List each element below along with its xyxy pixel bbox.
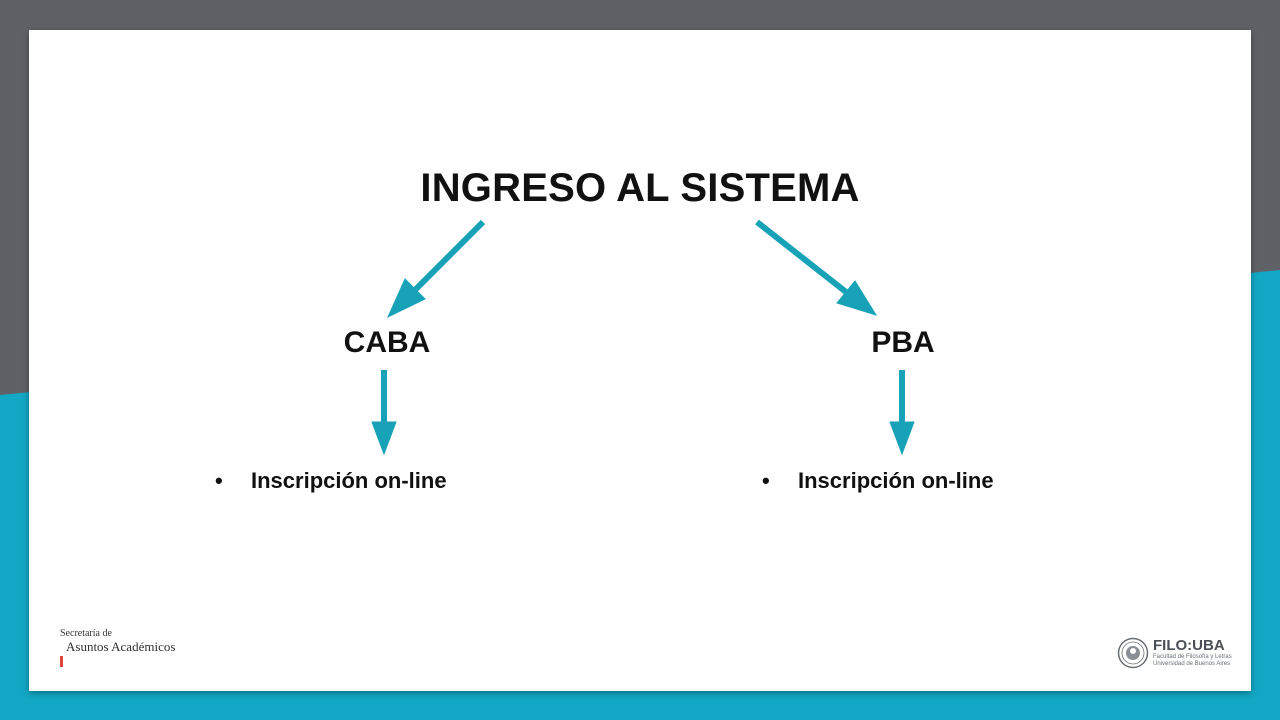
arrow-title-to-pba — [755, 219, 848, 295]
secretaria-logo-line1: Secretaría de — [60, 628, 112, 639]
university-seal-icon — [1117, 637, 1149, 669]
bullet-item-caba: • Inscripción on-line — [215, 468, 447, 494]
bullet-item-pba: • Inscripción on-line — [762, 468, 994, 494]
secretaria-logo: Secretaría de Asuntos Académicos — [60, 628, 175, 667]
brand-university: Universidad de Buenos Aires — [1153, 661, 1231, 667]
node-pba: PBA — [871, 326, 935, 359]
bullet-icon: • — [762, 468, 770, 493]
arrow-pba-down-head — [889, 421, 915, 456]
diagram-title: INGRESO AL SISTEMA — [420, 166, 860, 210]
arrow-title-to-pba-head — [836, 280, 878, 316]
bullet-icon: • — [215, 468, 223, 493]
arrow-title-to-caba-head — [386, 278, 426, 319]
bullet-item-text: Inscripción on-line — [798, 468, 994, 493]
secretaria-logo-line2: Asuntos Académicos — [66, 639, 176, 654]
bullet-item-text: Inscripción on-line — [251, 468, 447, 493]
slide: INGRESO AL SISTEMA CABA PBA • Inscripción… — [29, 30, 1251, 691]
node-caba: CABA — [343, 326, 431, 359]
red-mark-icon — [60, 656, 63, 667]
arrow-title-to-caba — [412, 219, 486, 293]
brand-name: FILO:UBA — [1153, 637, 1225, 654]
brand-faculty: Facultad de Filosofía y Letras — [1153, 654, 1232, 660]
arrows-layer — [371, 219, 915, 456]
brand-text: FILO:UBA Facultad de Filosofía y Letras … — [1153, 638, 1232, 668]
arrow-caba-down-head — [371, 421, 397, 456]
filo-uba-logo: FILO:UBA Facultad de Filosofía y Letras … — [1117, 636, 1232, 670]
